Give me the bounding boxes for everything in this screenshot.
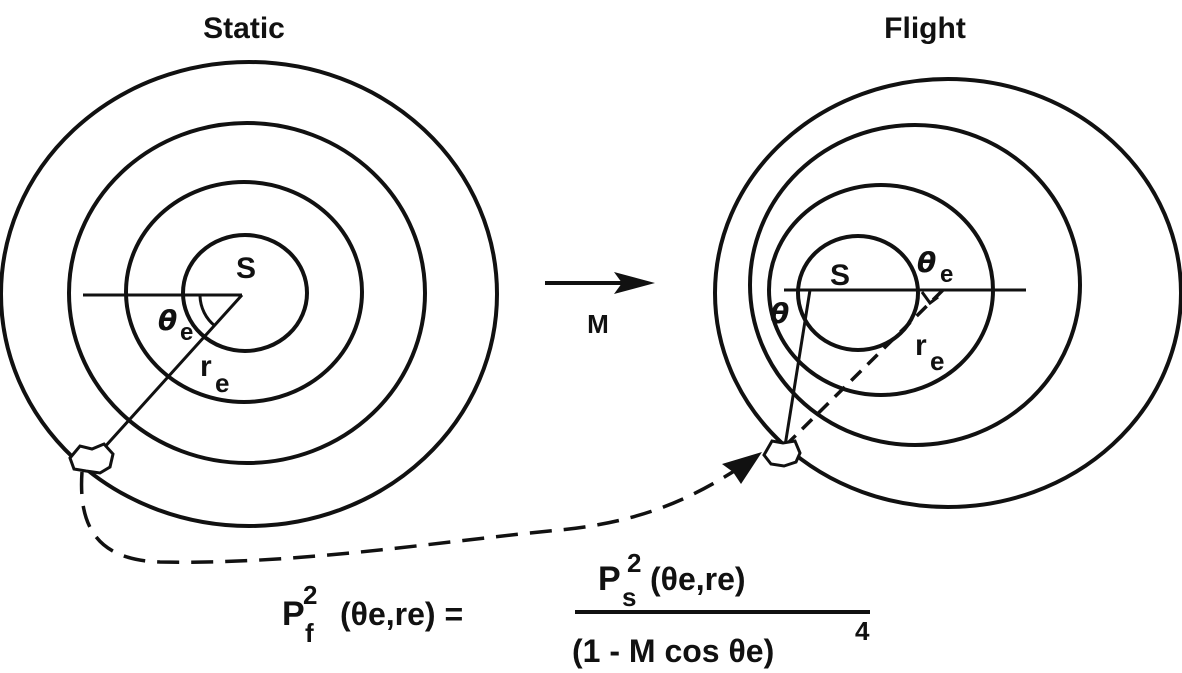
eq-lhs-sub: f	[305, 618, 314, 648]
static-theta-label: θ	[158, 304, 177, 337]
eq-num-sub: s	[622, 582, 636, 612]
mach-label: M	[587, 309, 609, 339]
flight-theta-e-label: θ	[917, 246, 936, 279]
eq-num-p: P	[598, 560, 621, 598]
eq-num-sup: 2	[627, 548, 641, 578]
static-observer-blob	[70, 444, 113, 473]
transfer-path	[82, 452, 762, 562]
flight-panel: S θ θ e r e	[715, 79, 1181, 507]
eq-num-args: (θe,re)	[650, 561, 746, 597]
static-ring-2	[126, 182, 362, 402]
eq-den-sup: 4	[855, 616, 870, 646]
static-angle-arc	[200, 296, 215, 326]
flight-r-subscript: e	[930, 346, 944, 376]
static-source-label: S	[236, 252, 256, 285]
flight-r-label: r	[915, 329, 927, 362]
flight-observer-blob	[764, 441, 800, 466]
flight-angle-mark	[922, 292, 938, 303]
transfer-arrow-head	[722, 452, 762, 484]
static-panel: S θ e r e	[1, 62, 497, 526]
static-r-subscript: e	[215, 368, 229, 398]
eq-lhs-sup: 2	[303, 580, 317, 610]
transfer-dashed-curve	[82, 466, 742, 562]
static-theta-subscript: e	[180, 319, 193, 346]
mach-arrow: M	[545, 272, 655, 339]
flight-ring-1	[798, 236, 918, 350]
static-r-label: r	[200, 350, 212, 383]
static-title: Static	[203, 12, 285, 45]
flight-theta-e-subscript: e	[940, 261, 953, 288]
flight-theta-label: θ	[770, 297, 789, 330]
eq-denominator: (1 - M cos θe)	[572, 633, 774, 669]
flight-title: Flight	[884, 12, 966, 45]
flight-source-label: S	[830, 259, 850, 292]
static-ring-3	[69, 123, 425, 463]
eq-lhs-p: P	[282, 595, 305, 633]
eq-lhs-args: (θe,re) =	[340, 596, 463, 632]
equation: P 2 f (θe,re) = P 2 s (θe,re) (1 - M cos…	[282, 548, 870, 669]
